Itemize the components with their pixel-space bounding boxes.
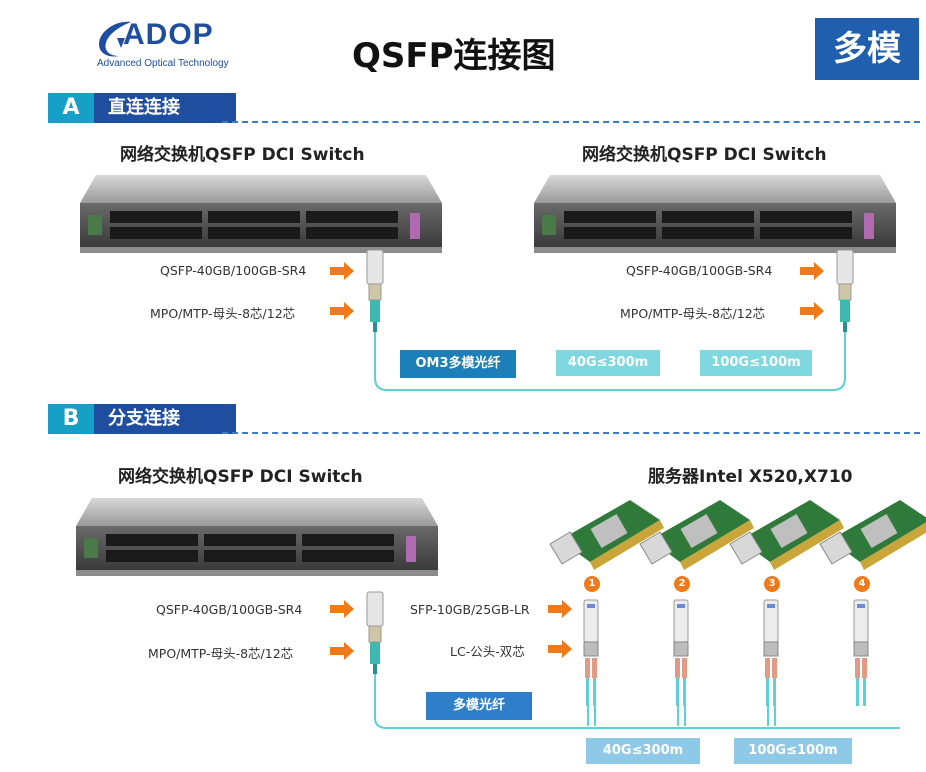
- a-fiber-line: [374, 332, 846, 391]
- logo-subtitle: Advanced Optical Technology: [97, 58, 229, 69]
- sfp-module-4: [853, 599, 869, 707]
- a-left-switch-image: [80, 175, 442, 253]
- page-title: QSFP连接图: [352, 36, 556, 76]
- b-arrow-mpo: [330, 642, 354, 660]
- b-arrow-sfp: [548, 600, 572, 618]
- logo: ADOP Advanced Optical Technology: [95, 16, 255, 72]
- nic-card-1: [549, 499, 665, 571]
- nic-card-4: [819, 499, 926, 571]
- b-switch-label: 网络交换机QSFP DCI Switch: [118, 467, 363, 487]
- server-number-2: 2: [674, 576, 690, 592]
- b-qsfp-label: QSFP-40GB/100GB-SR4: [156, 602, 303, 617]
- b-arrow-qsfp: [330, 600, 354, 618]
- b-qsfp-module: [366, 591, 384, 675]
- a-left-qsfp-label: QSFP-40GB/100GB-SR4: [160, 263, 307, 278]
- a-right-arrow-qsfp: [800, 262, 824, 280]
- b-sfp-label: SFP-10GB/25GB-LR: [410, 602, 530, 617]
- section-b-letter: B: [48, 404, 94, 434]
- b-switch-image: [76, 498, 438, 576]
- a-left-arrow-qsfp: [330, 262, 354, 280]
- b-lc-label: LC-公头-双芯: [450, 644, 525, 659]
- a-right-switch-label: 网络交换机QSFP DCI Switch: [582, 145, 827, 165]
- section-a-title: 直连连接: [94, 93, 236, 123]
- sfp-module-1: [583, 599, 599, 707]
- a-left-mpo-label: MPO/MTP-母头-8芯/12芯: [150, 306, 296, 321]
- mode-badge: 多模: [815, 18, 919, 80]
- section-b-title: 分支连接: [94, 404, 236, 434]
- section-a-letter: A: [48, 93, 94, 123]
- logo-text: ADOP: [123, 18, 214, 51]
- section-a-divider: [222, 121, 920, 123]
- b-fiber-trunk: [374, 674, 900, 729]
- a-fiber-type-chip: OM3多模光纤: [400, 350, 516, 378]
- a-dist-40g-chip: 40G≤300m: [556, 350, 660, 376]
- server-number-3: 3: [764, 576, 780, 592]
- b-fiber-type-chip: 多模光纤: [426, 692, 532, 720]
- a-left-arrow-mpo: [330, 302, 354, 320]
- a-right-qsfp-label: QSFP-40GB/100GB-SR4: [626, 263, 773, 278]
- a-right-switch-image: [534, 175, 896, 253]
- b-dist-40g-chip: 40G≤300m: [586, 738, 700, 764]
- b-mpo-label: MPO/MTP-母头-8芯/12芯: [148, 646, 294, 661]
- a-right-mpo-label: MPO/MTP-母头-8芯/12芯: [620, 306, 766, 321]
- b-arrow-lc: [548, 640, 572, 658]
- a-left-switch-label: 网络交换机QSFP DCI Switch: [120, 145, 365, 165]
- b-fiber-branches: [587, 706, 776, 726]
- server-number-1: 1: [584, 576, 600, 592]
- a-right-arrow-mpo: [800, 302, 824, 320]
- b-dist-100g-chip: 100G≤100m: [734, 738, 852, 764]
- sfp-module-3: [763, 599, 779, 707]
- a-left-qsfp-module: [366, 249, 384, 333]
- b-server-label: 服务器Intel X520,X710: [648, 467, 853, 487]
- a-right-qsfp-module: [836, 249, 854, 333]
- nic-card-2: [639, 499, 755, 571]
- server-number-4: 4: [854, 576, 870, 592]
- nic-card-3: [729, 499, 845, 571]
- logo-swoosh-icon: [99, 21, 131, 57]
- a-dist-100g-chip: 100G≤100m: [700, 350, 812, 376]
- sfp-module-2: [673, 599, 689, 707]
- section-b-divider: [222, 432, 920, 434]
